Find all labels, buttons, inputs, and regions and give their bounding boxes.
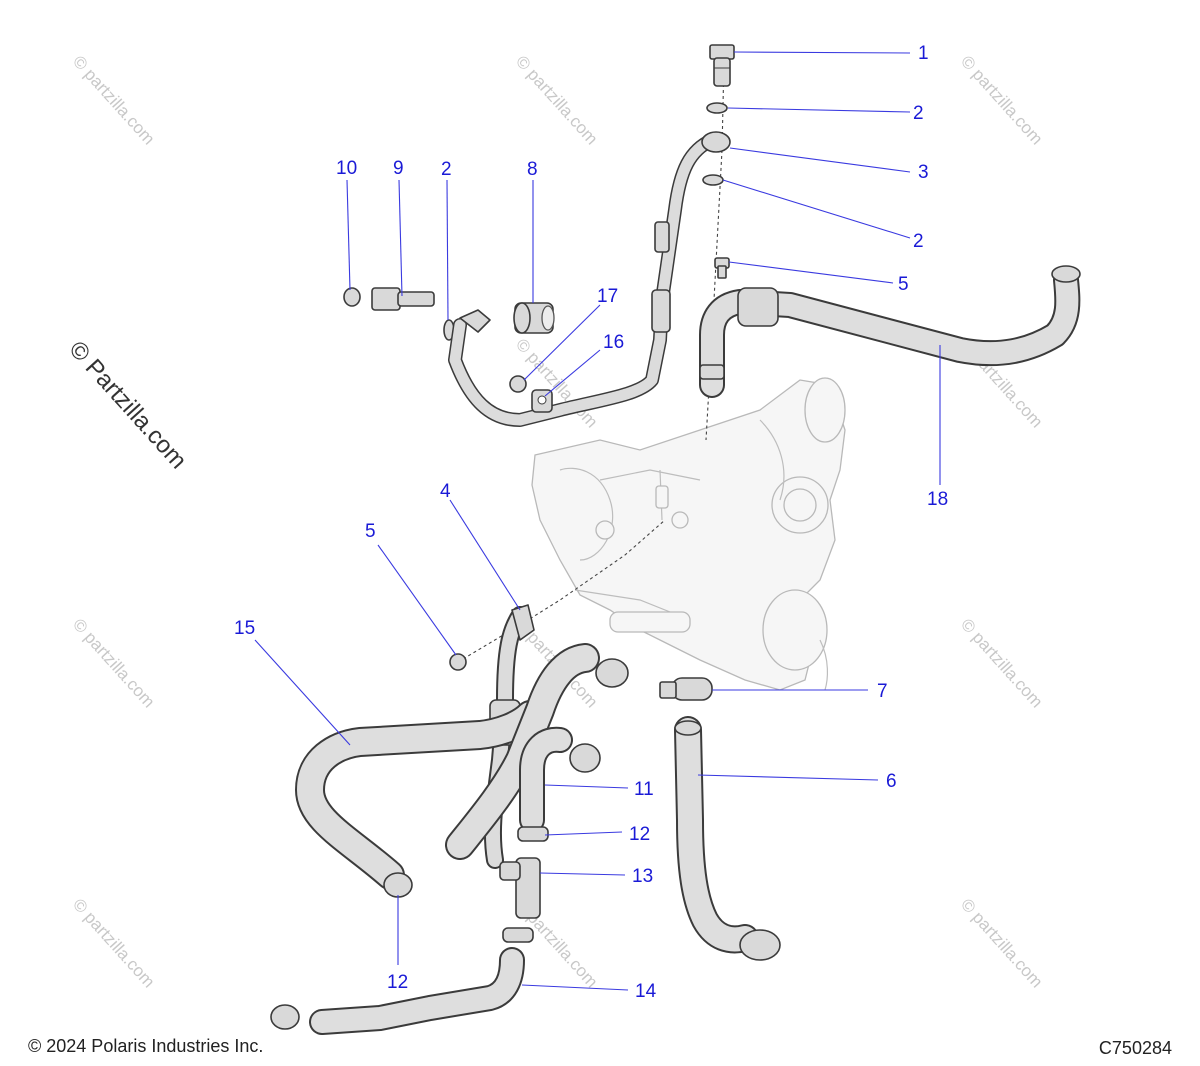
hose-clamp — [569, 743, 601, 773]
callout-2: 2 — [913, 231, 924, 252]
callout-14: 14 — [635, 981, 657, 1002]
turbocharger-ghost — [531, 377, 846, 691]
cap — [343, 287, 361, 307]
band-clamp — [659, 677, 713, 701]
hose-clamp — [502, 927, 534, 943]
callout-17: 17 — [597, 286, 618, 307]
watermark: © partzilla.com — [957, 52, 1047, 148]
sealing-washer — [702, 174, 724, 186]
watermark: © partzilla.com — [512, 52, 602, 148]
hose-clamp — [517, 826, 549, 842]
watermark: © partzilla.com — [957, 895, 1047, 991]
callout-16: 16 — [603, 332, 624, 353]
callout-7: 7 — [877, 681, 888, 702]
coolant-hose — [309, 947, 525, 1035]
coolant-hose — [674, 716, 781, 961]
callout-9: 9 — [393, 158, 404, 179]
side-watermark: © Partzilla.com — [64, 336, 192, 474]
callout-6: 6 — [886, 771, 897, 792]
callout-2: 2 — [441, 159, 452, 180]
watermark: © partzilla.com — [957, 615, 1047, 711]
bracket-clamp — [531, 389, 553, 413]
watermark: © partzilla.com — [69, 895, 159, 991]
bolt — [449, 653, 467, 671]
oil-return-hose — [699, 265, 1081, 398]
nut — [509, 375, 527, 393]
hose-clamp — [383, 872, 413, 898]
leader-lines — [254, 51, 941, 991]
callout-15: 15 — [234, 618, 255, 639]
bolt — [714, 257, 730, 279]
callout-10: 10 — [336, 158, 357, 179]
assembly-line — [457, 519, 666, 663]
sealing-washer — [706, 102, 728, 114]
callout-12: 12 — [629, 824, 650, 845]
callout-5: 5 — [898, 274, 909, 295]
callout-13: 13 — [632, 866, 653, 887]
watermark: © partzilla.com — [69, 52, 159, 148]
callout-11: 11 — [634, 779, 654, 800]
drawing-code: C750284 — [1098, 1038, 1172, 1058]
banjo-bolt — [709, 44, 735, 87]
callout-5: 5 — [365, 521, 376, 542]
callout-2: 2 — [913, 103, 924, 124]
hose-clamp — [270, 1004, 300, 1030]
callouts: 1 2 3 2 5 18 10 9 2 8 17 16 4 5 15 7 6 1… — [234, 43, 948, 1002]
adapter-fitting — [371, 287, 435, 311]
elbow-hose — [519, 726, 573, 833]
callout-12: 12 — [387, 972, 408, 993]
callout-1: 1 — [918, 43, 929, 64]
copyright-notice: © 2024 Polaris Industries Inc. — [28, 1036, 264, 1056]
oil-feed-line — [448, 131, 731, 427]
watermark: © partzilla.com — [69, 615, 159, 711]
callout-8: 8 — [527, 159, 538, 180]
grommet — [513, 302, 555, 334]
callout-4: 4 — [440, 481, 451, 502]
callout-18: 18 — [927, 489, 948, 510]
tee-fitting — [499, 857, 541, 919]
callout-3: 3 — [918, 162, 929, 183]
hose-clamp — [595, 658, 629, 688]
